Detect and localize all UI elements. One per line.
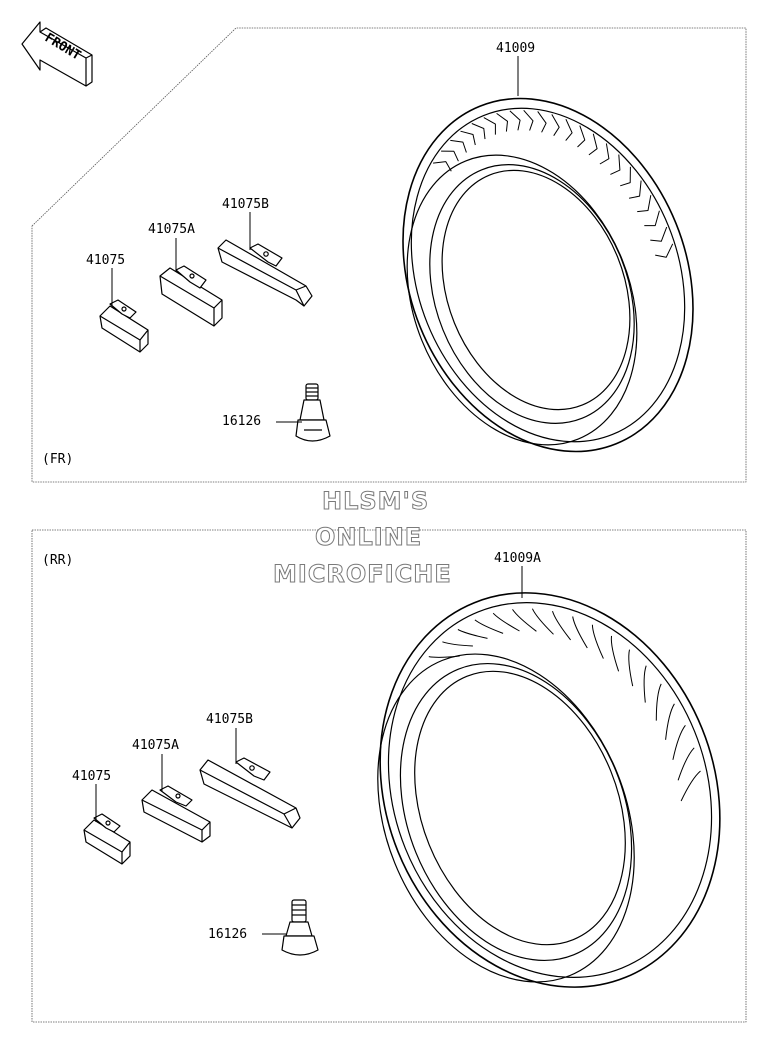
part-label-front-tire: 41009 <box>496 41 536 56</box>
tread-block <box>655 243 674 258</box>
tread-groove <box>677 747 695 781</box>
tread-block <box>565 118 573 141</box>
tread-block <box>496 112 508 132</box>
tread-groove <box>628 649 634 687</box>
rear-weight-41075B <box>199 757 301 829</box>
part-label-front-weight-b: 41075B <box>222 197 269 212</box>
tread-block <box>537 111 547 133</box>
part-label-rear-weight-a: 41075A <box>132 738 179 753</box>
tread-groove <box>643 665 647 703</box>
tread-block <box>650 226 668 242</box>
part-label-rear-weight-b: 41075B <box>206 712 253 727</box>
front-tire <box>402 97 694 453</box>
tread-block <box>610 154 621 175</box>
front-arrow-icon: FRONT <box>21 21 93 87</box>
rear-tire <box>377 592 721 988</box>
tread-groove <box>492 612 520 632</box>
watermark-line-3: MICROFICHE <box>273 560 452 588</box>
front-panel-frame <box>31 27 747 483</box>
tread-block <box>577 125 586 148</box>
front-weight-41075A <box>159 265 223 327</box>
tread-groove <box>672 724 686 760</box>
rear-panel-tag: (RR) <box>42 553 74 568</box>
tread-groove <box>591 624 604 659</box>
watermark-line-2: ONLINE <box>314 523 423 551</box>
tread-block <box>628 180 642 199</box>
rear-leaders <box>95 566 523 935</box>
tread-block <box>644 210 660 227</box>
part-label-rear-valve: 16126 <box>208 927 248 942</box>
tread-block <box>620 166 631 187</box>
rear-valve <box>281 899 319 956</box>
front-leaders <box>111 56 519 423</box>
part-label-front-weight: 41075 <box>86 253 126 268</box>
tread-block <box>523 109 534 131</box>
front-weight-41075B <box>217 239 313 307</box>
tread-groove <box>531 608 554 635</box>
part-label-front-valve: 16126 <box>222 414 262 429</box>
part-label-rear-weight: 41075 <box>72 769 112 784</box>
tread-block <box>483 117 496 135</box>
tread-block <box>471 123 486 140</box>
tread-block <box>599 143 610 165</box>
watermark-line-1: HLSM'S <box>321 487 430 515</box>
tread-groove <box>655 683 662 721</box>
tread-groove <box>474 619 504 634</box>
tread-block <box>509 110 521 131</box>
tread-groove <box>442 641 473 647</box>
tread-groove <box>457 629 488 639</box>
tread-groove <box>552 610 571 641</box>
tread-block <box>551 114 560 136</box>
tread-block <box>460 130 476 146</box>
tread-groove <box>610 635 620 672</box>
part-label-front-weight-a: 41075A <box>148 222 195 237</box>
tread-groove <box>680 770 701 802</box>
front-valve <box>295 383 331 442</box>
tread-groove <box>512 609 537 632</box>
tread-groove <box>572 616 588 649</box>
rear-weight-41075A <box>141 785 211 843</box>
part-label-rear-tire: 41009A <box>494 551 541 566</box>
tread-groove <box>428 655 460 658</box>
rear-panel-frame <box>31 529 747 1023</box>
tread-block <box>588 133 598 156</box>
tread-block <box>441 150 459 162</box>
tread-groove <box>665 703 675 740</box>
rear-weight-41075 <box>83 813 131 865</box>
tread-block <box>450 139 467 153</box>
tread-block <box>637 195 652 213</box>
front-panel-tag: (FR) <box>42 452 74 467</box>
front-weight-41075 <box>99 299 149 353</box>
tread-block <box>433 161 452 172</box>
